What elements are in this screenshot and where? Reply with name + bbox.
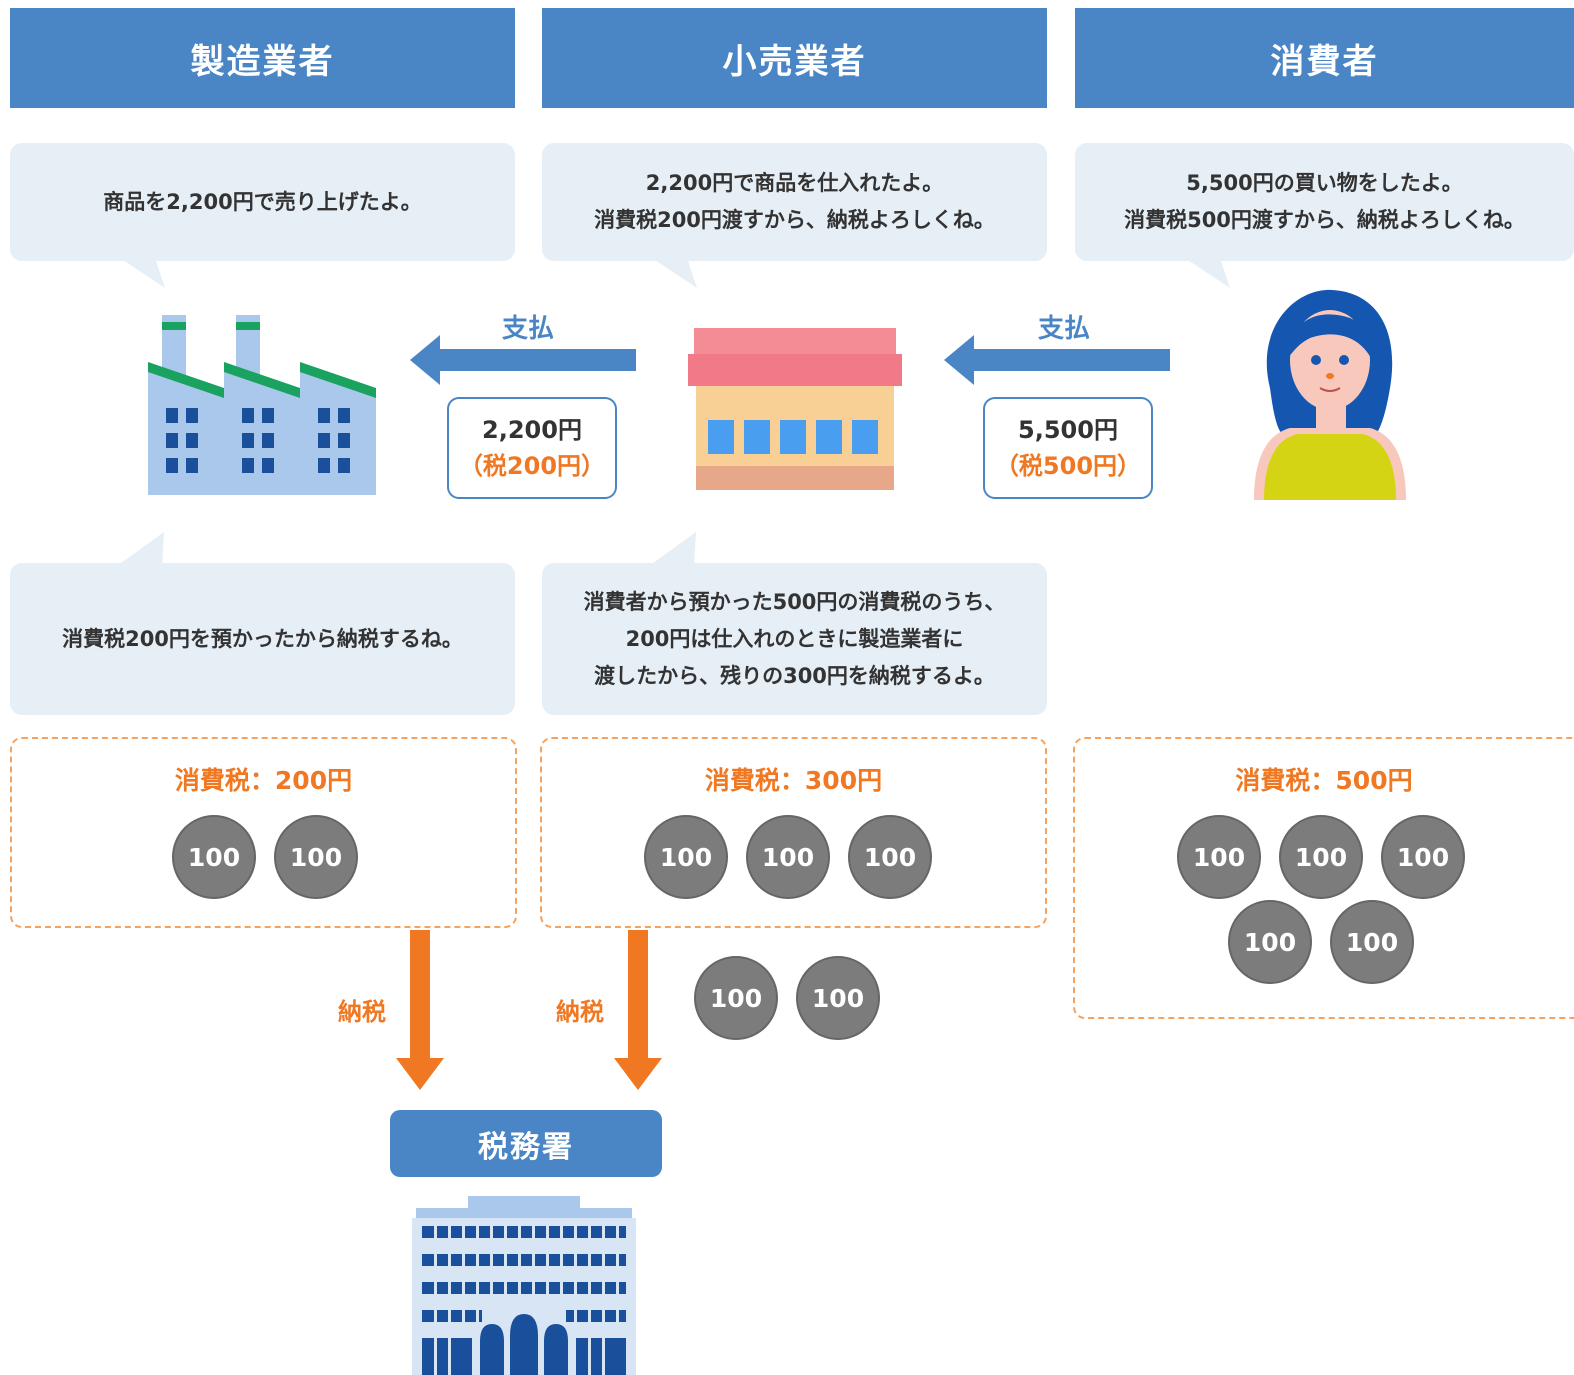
shop-icon	[688, 328, 902, 490]
bubble-manufacturer-bottom: 消費税200円を預かったから納税するね。	[10, 563, 515, 715]
payment-tax: （税200円）	[458, 452, 606, 480]
bubble-tail	[652, 258, 697, 288]
tax-box-title: 消費税：200円	[174, 766, 353, 795]
bubble-manufacturer-top: 商品を2,200円で売り上げたよ。	[10, 143, 515, 261]
header-retailer: 小売業者	[542, 8, 1047, 108]
coin-icon: 100	[1330, 900, 1414, 984]
payment-amount: 2,200円	[482, 416, 582, 444]
bubble-retailer-bottom: 消費者から預かった500円の消費税のうち、 200円は仕入れのときに製造業者に …	[542, 563, 1047, 715]
payment-amount-box-right: 5,500円 （税500円）	[983, 397, 1153, 499]
coin-icon: 100	[1279, 815, 1363, 899]
bubble-line: 消費税200円を預かったから納税するね。	[62, 626, 463, 651]
nouzei-label-left: 納税	[338, 998, 386, 1026]
payment-label-left: 支払	[502, 314, 555, 344]
bubble-line: 商品を2,200円で売り上げたよ。	[103, 189, 422, 214]
tax-office-building-icon	[412, 1196, 636, 1375]
bubble-line: 200円は仕入れのときに製造業者に	[625, 626, 964, 651]
bubble-line: 消費税500円渡すから、納税よろしくね。	[1124, 208, 1525, 232]
tax-box-title: 消費税：500円	[1235, 766, 1413, 795]
tax-box-title: 消費税：300円	[704, 766, 883, 795]
nouzei-label-right: 納税	[556, 998, 604, 1026]
bubble-tail	[117, 532, 164, 566]
coin-icon: 100	[694, 956, 778, 1040]
bubble-consumer-top: 5,500円の買い物をしたよ。 消費税500円渡すから、納税よろしくね。	[1075, 143, 1574, 261]
bubble-line: 消費税200円渡すから、納税よろしくね。	[594, 208, 995, 232]
coin-icon: 100	[644, 815, 728, 899]
header-manufacturer: 製造業者	[10, 8, 515, 108]
arrow-down-icon	[396, 930, 444, 1090]
tax-office-label: 税務署	[390, 1110, 662, 1177]
bubble-line: 5,500円の買い物をしたよ。	[1186, 171, 1463, 195]
coin-icon: 100	[848, 815, 932, 899]
arrow-down-icon	[614, 930, 662, 1090]
payment-amount-box-left: 2,200円 （税200円）	[447, 397, 617, 499]
tax-box-manufacturer: 消費税：200円 100 100	[10, 737, 517, 928]
coin-icon: 100	[1381, 815, 1465, 899]
coin-icon: 100	[1177, 815, 1261, 899]
coin-icon: 100	[172, 815, 256, 899]
payment-tax: （税500円）	[994, 452, 1142, 480]
coin-icon: 100	[274, 815, 358, 899]
payment-label-right: 支払	[1038, 314, 1091, 344]
bubble-line: 消費者から預かった500円の消費税のうち、	[583, 589, 1006, 614]
coin-icon: 100	[1228, 900, 1312, 984]
coin-icon: 100	[746, 815, 830, 899]
arrow-left-icon	[944, 335, 1170, 385]
bubble-tail	[649, 532, 696, 566]
bubble-tail	[1185, 258, 1230, 288]
payment-amount: 5,500円	[1018, 416, 1118, 444]
tax-box-consumer: 消費税：500円 100 100 100 100 100	[1073, 737, 1574, 1019]
bubble-line: 2,200円で商品を仕入れたよ。	[645, 171, 944, 195]
bubble-retailer-top: 2,200円で商品を仕入れたよ。 消費税200円渡すから、納税よろしくね。	[542, 143, 1047, 261]
woman-icon	[1254, 289, 1406, 500]
bubble-tail	[120, 258, 165, 288]
bubble-line: 渡したから、残りの300円を納税するよ。	[594, 663, 995, 688]
header-consumer: 消費者	[1075, 8, 1574, 108]
arrow-left-icon	[410, 335, 636, 385]
tax-box-retailer: 消費税：300円 100 100 100	[540, 737, 1047, 928]
factory-icon	[148, 315, 376, 495]
coin-icon: 100	[796, 956, 880, 1040]
